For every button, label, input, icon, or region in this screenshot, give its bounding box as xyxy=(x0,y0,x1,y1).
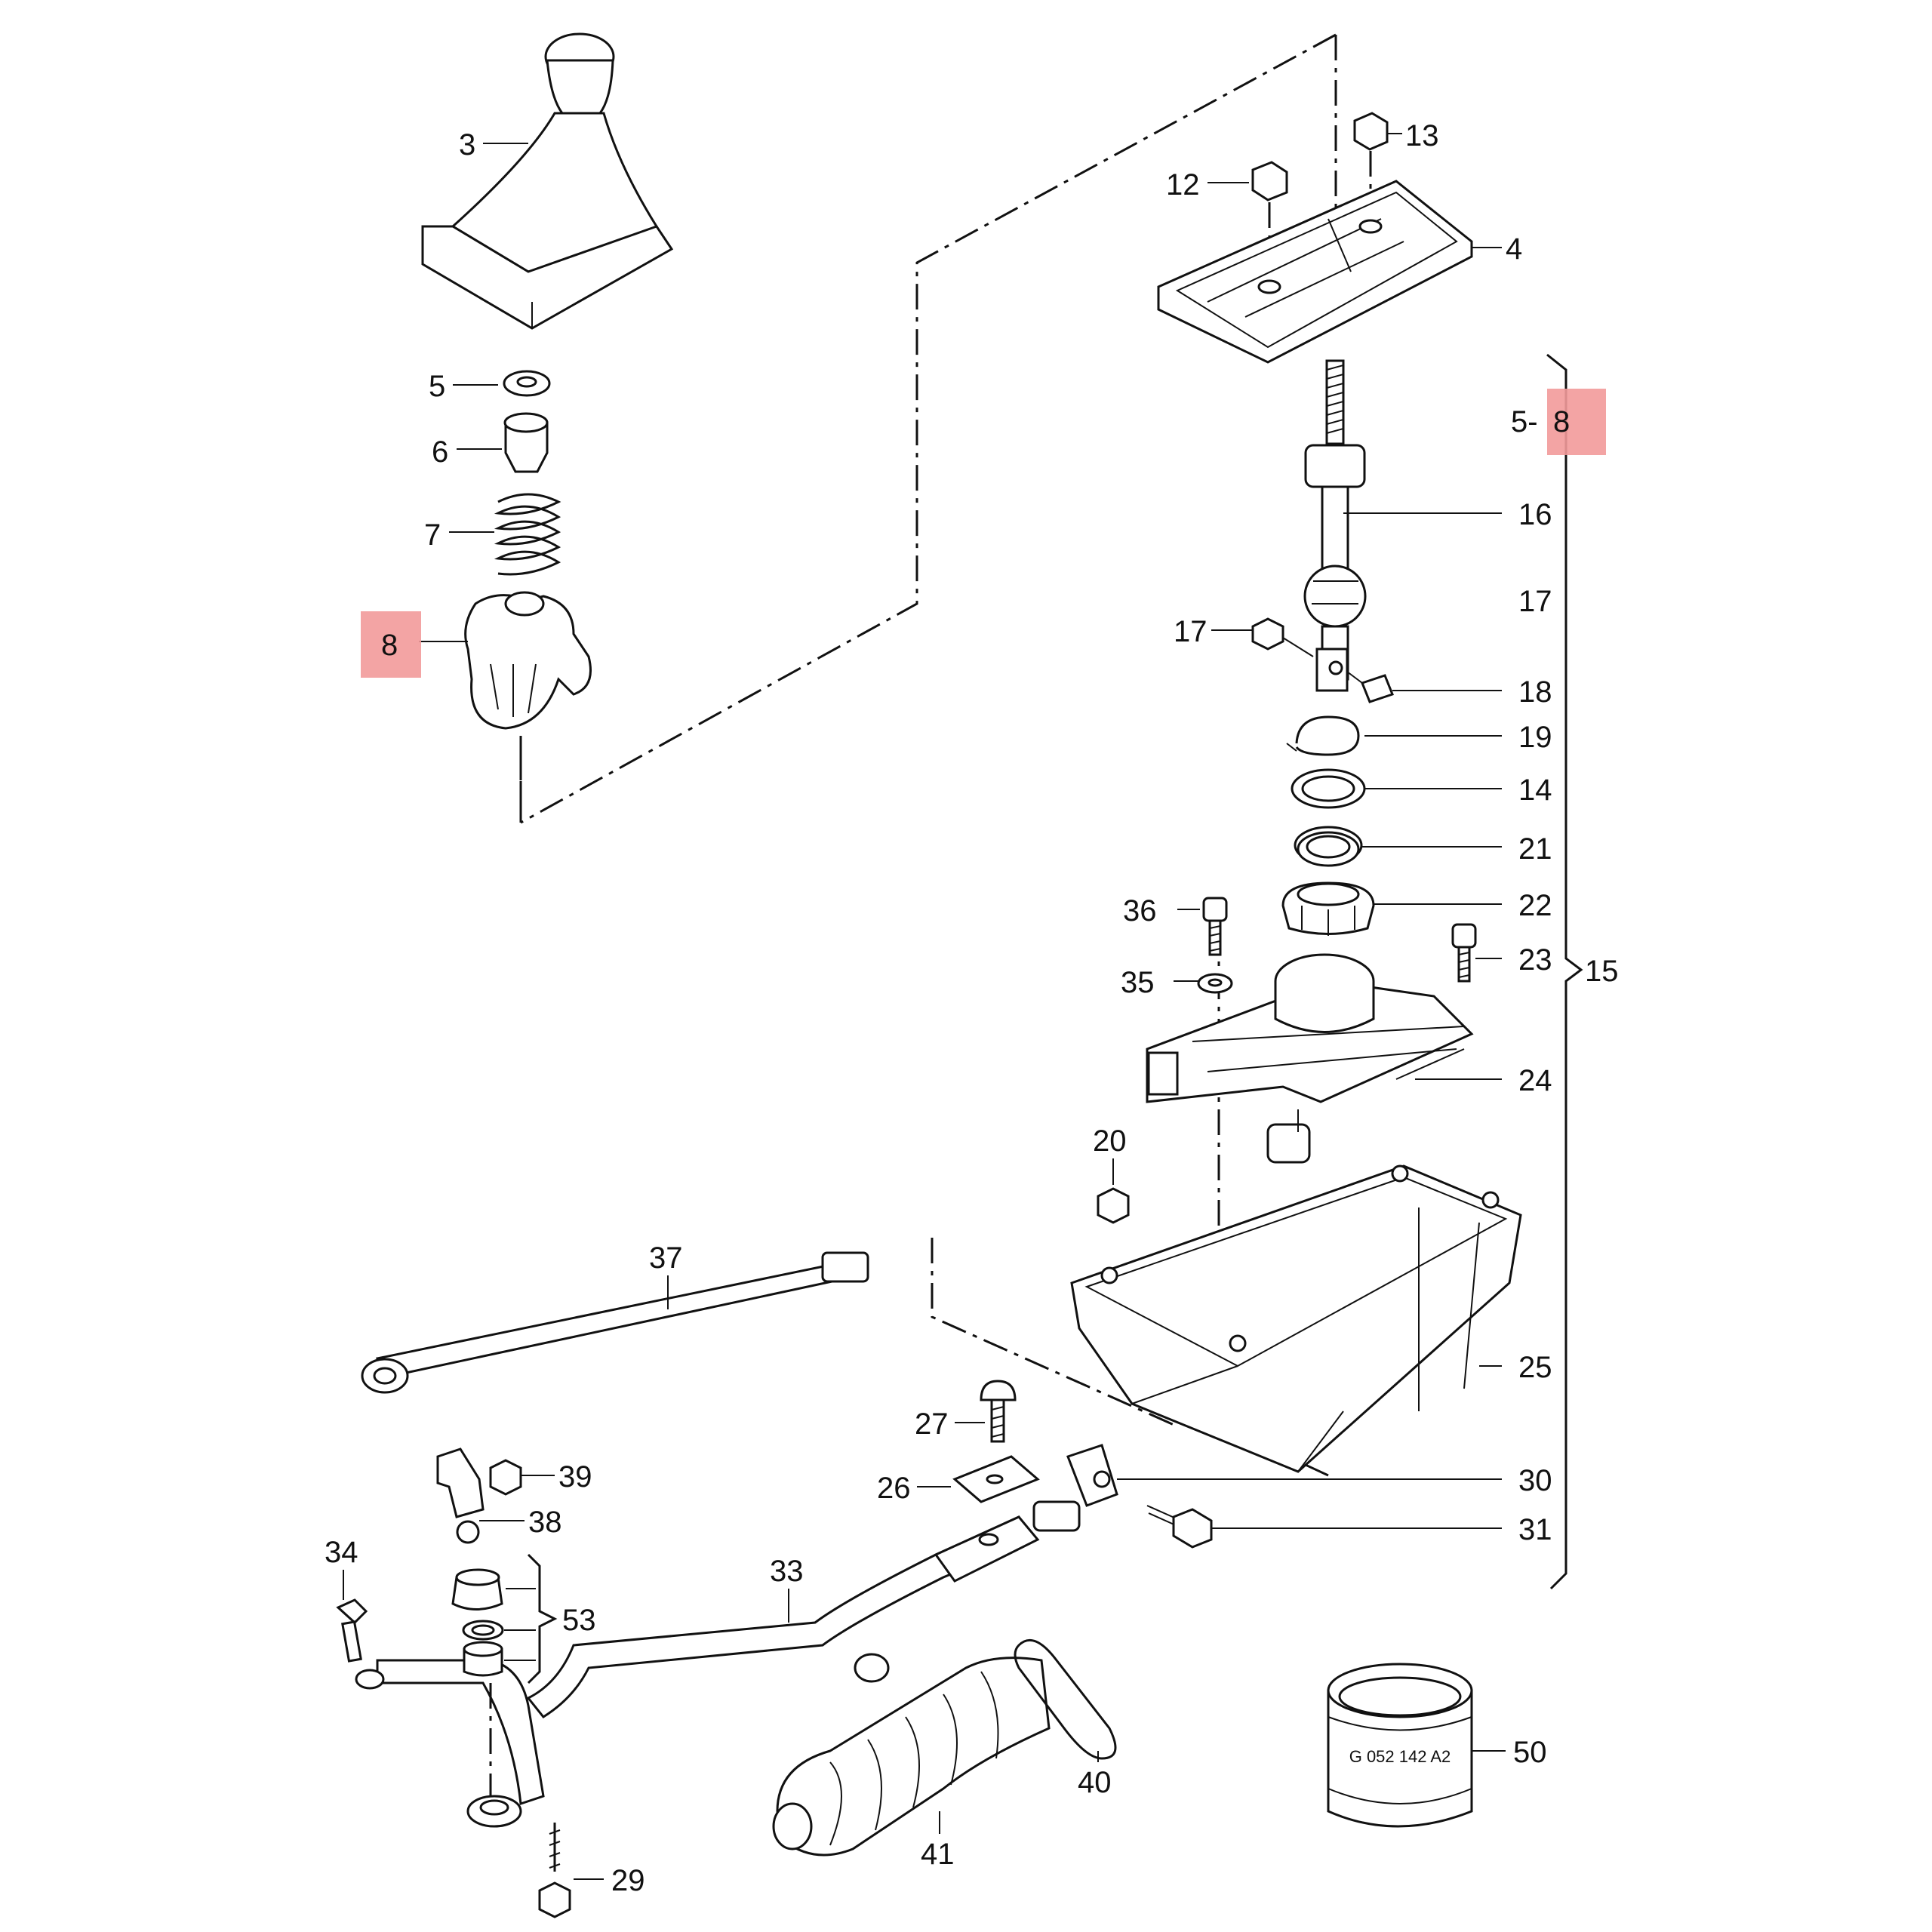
nut xyxy=(1097,1187,1130,1224)
range-brace-15 xyxy=(1546,353,1583,1590)
callout-12: 12 xyxy=(1166,168,1200,202)
callout-31: 31 xyxy=(1518,1513,1552,1546)
callout-53: 53 xyxy=(562,1604,596,1637)
leader-lines xyxy=(343,133,1506,1880)
callout-34: 34 xyxy=(325,1536,358,1569)
part-code-label: G 052 142 A2 xyxy=(1349,1747,1451,1766)
hex-bolt xyxy=(1146,1505,1213,1549)
bolt xyxy=(1451,923,1477,983)
callout-14: 14 xyxy=(1518,774,1552,807)
callout-5: 5 xyxy=(429,370,445,403)
highlight-box xyxy=(1547,389,1606,455)
callout-8: 8 xyxy=(381,629,398,662)
callout-50: 50 xyxy=(1513,1736,1547,1769)
washer xyxy=(1197,973,1233,994)
callout-37: 37 xyxy=(649,1241,683,1275)
callout-22: 22 xyxy=(1518,889,1552,922)
selector-rod xyxy=(361,1251,869,1394)
callout-29: 29 xyxy=(611,1864,645,1897)
callout-33: 33 xyxy=(770,1555,804,1588)
callout-7: 7 xyxy=(424,518,441,552)
callout-24: 24 xyxy=(1518,1064,1552,1097)
washer xyxy=(503,370,551,397)
callout-17: 17 xyxy=(1174,615,1208,648)
ball-socket-bush xyxy=(1281,881,1375,936)
shift-linkage-rod xyxy=(376,1515,1040,1828)
bolt xyxy=(1202,897,1228,956)
circlip xyxy=(1286,715,1360,756)
callout-41: 41 xyxy=(921,1838,955,1871)
callout-21: 21 xyxy=(1518,832,1552,866)
callout-39: 39 xyxy=(558,1460,592,1494)
callout-4: 4 xyxy=(1506,232,1522,266)
housing-tray xyxy=(1070,1164,1522,1473)
gaiter-boot xyxy=(772,1653,1051,1857)
callout-17: 17 xyxy=(1518,585,1552,618)
retaining-band xyxy=(1014,1638,1117,1760)
ring xyxy=(1291,768,1366,809)
callout-26: 26 xyxy=(877,1472,911,1505)
callout-40: 40 xyxy=(1078,1766,1112,1799)
gear-knob-boot xyxy=(421,32,674,330)
callout-16: 16 xyxy=(1518,498,1552,531)
callout-36: 36 xyxy=(1123,894,1157,928)
bracket xyxy=(1032,1444,1118,1532)
range-brace-53 xyxy=(504,1553,558,1684)
lock-nut xyxy=(1251,617,1314,657)
ball-cup-kit xyxy=(451,1568,504,1796)
ball-bracket xyxy=(436,1447,522,1544)
self-tapping-screw xyxy=(538,1823,571,1918)
callout-6: 6 xyxy=(432,435,448,469)
grease-container: G 052 142 A2 xyxy=(1327,1663,1473,1828)
bolt xyxy=(336,1598,385,1690)
clamp-plate xyxy=(952,1455,1040,1503)
callout-20: 20 xyxy=(1093,1124,1127,1158)
callout-range-suffix: 8 xyxy=(1553,405,1570,438)
shift-ball-guide xyxy=(464,591,592,819)
pin xyxy=(1346,671,1394,703)
bush xyxy=(503,412,549,473)
callout-25: 25 xyxy=(1518,1351,1552,1384)
callout-15: 15 xyxy=(1585,955,1619,988)
shift-housing xyxy=(1146,953,1474,1164)
callout-23: 23 xyxy=(1518,943,1552,977)
callout-27: 27 xyxy=(915,1407,949,1441)
callout-range-prefix: 5- xyxy=(1511,405,1538,438)
bearing-ring xyxy=(1294,826,1363,867)
callout-30: 30 xyxy=(1518,1464,1552,1497)
callout-38: 38 xyxy=(528,1506,562,1539)
bolt xyxy=(980,1380,1017,1443)
shift-lever-rod xyxy=(1303,359,1367,692)
callout-19: 19 xyxy=(1518,721,1552,754)
callout-3: 3 xyxy=(459,128,475,162)
cover-plate xyxy=(1157,180,1473,364)
callout-13: 13 xyxy=(1405,119,1439,152)
callout-labels: 3 5 6 7 8 12 13 4 5- 8 16 17 17 18 19 14… xyxy=(325,119,1619,1897)
callout-35: 35 xyxy=(1121,966,1155,999)
callout-18: 18 xyxy=(1518,675,1552,709)
spring xyxy=(494,493,561,576)
highlight-box xyxy=(361,611,421,678)
